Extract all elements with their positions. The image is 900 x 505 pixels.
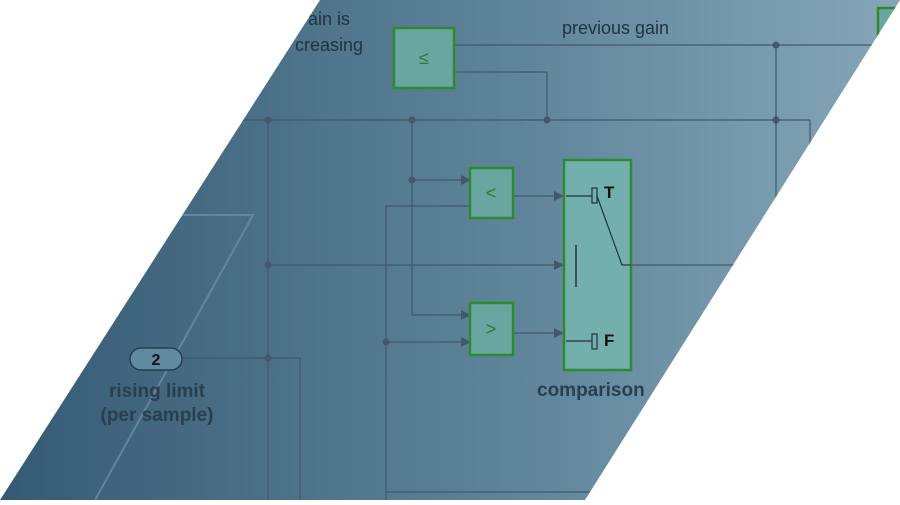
inport-label-line1: rising limit bbox=[109, 381, 206, 402]
inport-number: 2 bbox=[152, 352, 161, 369]
inport-label-line2: (per sample) bbox=[101, 405, 214, 426]
greater-than-symbol: > bbox=[486, 319, 497, 339]
less-than-symbol: < bbox=[486, 183, 497, 203]
less-than-block[interactable]: < bbox=[468, 166, 515, 220]
gain-increasing-label-line2: creasing bbox=[295, 35, 363, 55]
gain-increasing-label-line1: ain is bbox=[308, 9, 350, 29]
less-equal-block[interactable]: ≤ bbox=[392, 26, 456, 90]
previous-gain-label: previous gain bbox=[562, 18, 669, 38]
rising-limit-inport[interactable]: 2 bbox=[129, 347, 183, 371]
greater-than-block[interactable]: > bbox=[468, 301, 515, 357]
less-equal-symbol: ≤ bbox=[419, 48, 429, 68]
comparison-caption: comparison bbox=[537, 380, 645, 401]
partial-block[interactable] bbox=[876, 6, 900, 42]
junction-dots bbox=[264, 41, 780, 362]
comparison-switch-block[interactable]: T F bbox=[562, 158, 633, 372]
switch-false-label: F bbox=[604, 331, 614, 350]
switch-true-label: T bbox=[604, 183, 615, 202]
